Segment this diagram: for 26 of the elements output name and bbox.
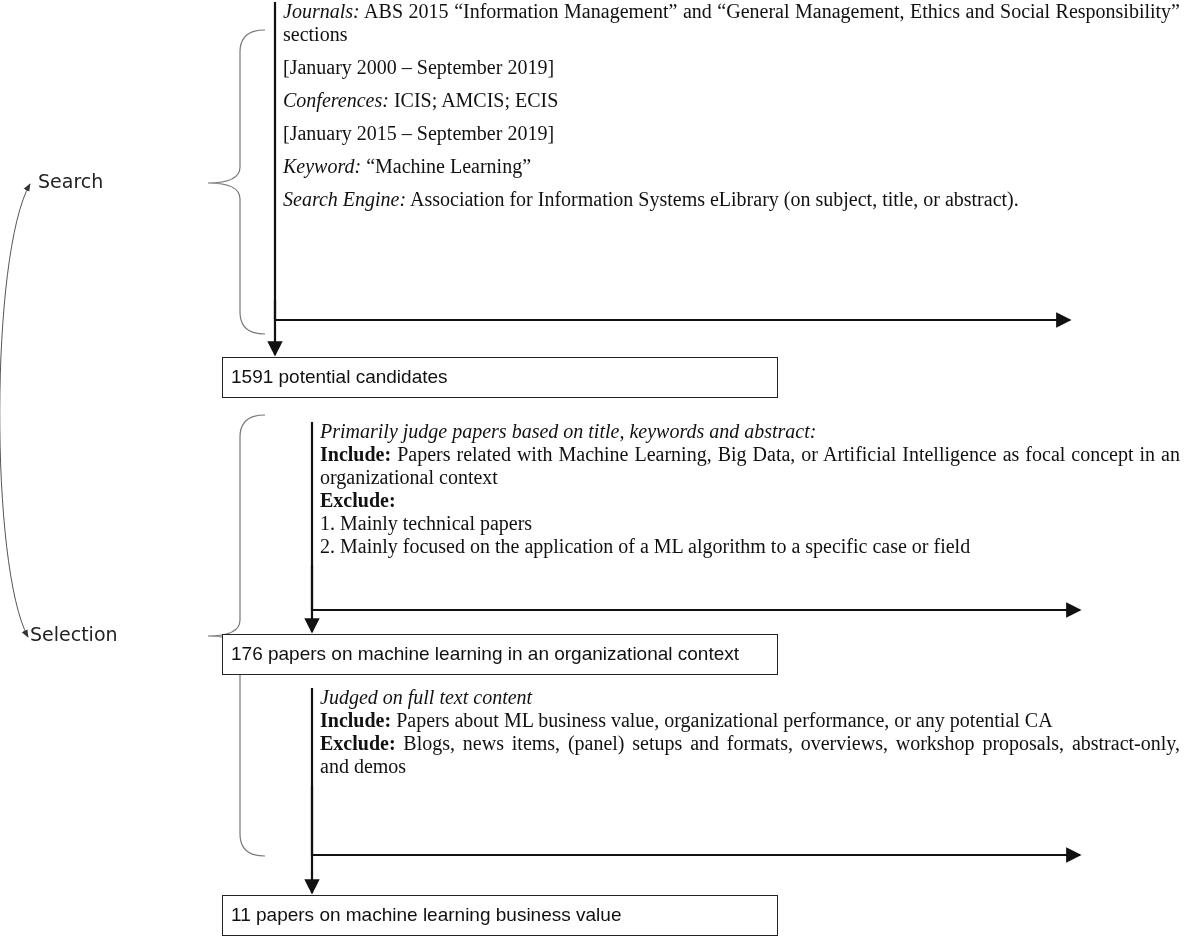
- criteria-text: Journals: ABS 2015 “Information Management” and “General Management, Ethics and Social Responsibility” sections: [283, 0, 1180, 46]
- arrow: [310, 786, 1082, 863]
- criteria-text: Keyword: “Machine Learning”: [283, 155, 533, 178]
- criteria-text: Exclude: Blogs, news items, (panel) setups and formats, overviews, workshop proposals, abstract-only, and demos: [320, 732, 1180, 778]
- criteria-text: Judged on full text content: [320, 686, 534, 709]
- criteria-text: Primarily judge papers based on title, keywords and abstract:: [320, 420, 818, 443]
- arrow: [304, 688, 320, 895]
- arrow: [273, 300, 1072, 328]
- criteria-text: 1. Mainly technical papers: [320, 512, 534, 535]
- arrow: [267, 2, 283, 357]
- stage-label: Selection: [30, 623, 118, 645]
- criteria-text: Exclude:: [320, 489, 397, 512]
- result-box: 176 papers on machine learning in an organizational context: [222, 634, 778, 675]
- arrow: [304, 422, 320, 634]
- criteria-text: 2. Mainly focused on the application of a ML algorithm to a specific case or field: [320, 535, 972, 558]
- criteria-text: Include: Papers related with Machine Learning, Big Data, or Artificial Intelligence as focal concept in an organizational context: [320, 443, 1180, 489]
- criteria-text: [January 2015 – September 2019]: [283, 122, 556, 145]
- arrow: [0, 183, 31, 638]
- criteria-text: Search Engine: Association for Information Systems eLibrary (on subject, title, or abstract).: [283, 188, 1020, 211]
- result-box: 11 papers on machine learning business value: [222, 895, 778, 936]
- criteria-text: Include: Papers about ML business value, organizational performance, or any potential CA: [320, 709, 1054, 732]
- stage-label: Search: [38, 170, 104, 192]
- criteria-text: [January 2000 – September 2019]: [283, 56, 556, 79]
- arrow: [310, 565, 1082, 618]
- result-box: 1591 potential candidates: [222, 357, 778, 398]
- criteria-text: Conferences: ICIS; AMCIS; ECIS: [283, 89, 560, 112]
